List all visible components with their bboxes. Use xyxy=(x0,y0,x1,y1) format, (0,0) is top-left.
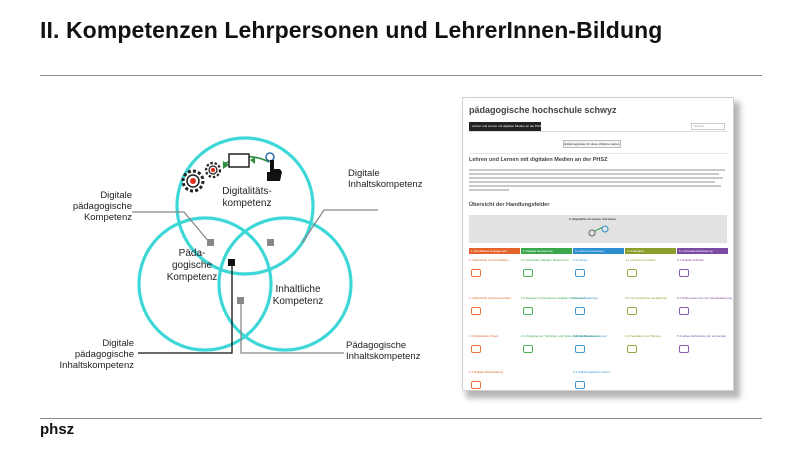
paragraph-line xyxy=(469,185,721,187)
paragraph-line xyxy=(469,177,723,179)
circle-inhaltlich xyxy=(217,216,353,352)
paragraph-line xyxy=(469,169,725,171)
field-link-1-3[interactable]: 1.3 Reflektierte Praxis xyxy=(469,334,499,338)
top-divider xyxy=(40,75,762,76)
field-link-4-2[interactable]: 4.2 Lern-Evidenzen analysieren xyxy=(625,296,668,300)
callout-line-digital-paed-inhalt xyxy=(138,263,233,354)
field-link-5-2[interactable]: 5.2 Differenzierung und Individualisieru… xyxy=(677,296,733,300)
digital-life-icon xyxy=(588,225,609,237)
site-title: pädagogische hochschule schwyz xyxy=(469,105,617,115)
field-link-2-1[interactable]: 2.1 Auswählen digitaler Ressourcen xyxy=(521,258,569,262)
column-header-4[interactable]: 4. Evaluation xyxy=(625,248,676,254)
bottom-divider xyxy=(40,418,762,419)
website-screenshot: pädagogische hochschule schwyz Lehren un… xyxy=(462,97,740,398)
nav-divider xyxy=(469,131,727,132)
field-illustration-icon xyxy=(575,381,585,389)
marker-paed-inhalt xyxy=(237,297,244,304)
field-link-1-2[interactable]: 1.2 Berufliche Zusammenarbeit xyxy=(469,296,511,300)
field-illustration-icon xyxy=(575,345,585,353)
gear-icon xyxy=(181,169,205,193)
field-link-3-1[interactable]: 3.1 Lehren xyxy=(573,258,588,262)
label-inhaltliche-kompetenz: Inhaltliche Kompetenz xyxy=(272,284,324,307)
field-illustration-icon xyxy=(627,307,637,315)
field-link-5-1[interactable]: 5.1 Digitale Teilhabe xyxy=(677,258,704,262)
field-illustration-icon xyxy=(679,307,689,315)
callout-digitale-paedagogische-inhaltskompetenz: Digitale pädagogische Inhaltskompetenz xyxy=(59,338,134,371)
column-header-3[interactable]: 3. Lehren und Lernen xyxy=(573,248,624,254)
callout-paedagogische-inhaltskompetenz: Pädagogische Inhaltskompetenz xyxy=(346,340,421,362)
paragraph-line xyxy=(469,181,715,183)
field-illustration-icon xyxy=(471,381,481,389)
field-link-3-3[interactable]: 3.3 Kollaboratives Lernen xyxy=(573,334,608,338)
footer-logo: phsz xyxy=(40,421,75,438)
field-illustration-icon xyxy=(471,345,481,353)
field-link-1-1[interactable]: 1.1 Berufliche Kommunikation xyxy=(469,258,509,262)
field-illustration-icon xyxy=(575,269,585,277)
marker-center xyxy=(228,259,235,266)
field-link-4-3[interactable]: 4.3 Feedback und Planung xyxy=(625,334,661,338)
pointer-hand-icon xyxy=(265,152,282,181)
field-illustration-icon xyxy=(523,345,533,353)
field-link-1-4[interactable]: 1.4 Digitale Weiterbildung xyxy=(469,370,504,374)
field-link-3-4[interactable]: 3.4 Selbstreguliertes Lernen xyxy=(573,370,611,374)
slide-title: II. Kompetenzen Lehrpersonen und LehrerI… xyxy=(40,17,663,43)
field-link-2-2[interactable]: 2.2 Erstellen und Anpassen digitaler Res… xyxy=(521,296,586,300)
field-illustration-icon xyxy=(679,345,689,353)
website-frame: pädagogische hochschule schwyz Lehren un… xyxy=(462,97,734,391)
column-header-2[interactable]: 2. Digitale Ressourcen xyxy=(521,248,572,254)
explainer-video-button[interactable]: Erklärungsvideo für diese Website starte… xyxy=(563,140,621,148)
field-illustration-icon xyxy=(627,345,637,353)
target-icon xyxy=(204,161,222,179)
progress-arrow-icon xyxy=(222,153,270,169)
callout-line-digital-paed xyxy=(132,211,211,244)
competence-venn-diagram: Digitalitäts- kompetenz Päda- gogische K… xyxy=(60,136,440,380)
content-divider xyxy=(469,153,727,154)
field-link-2-3[interactable]: 2.3 Organisieren, Schützen und Teilen di… xyxy=(521,334,600,338)
label-digitalitaetskompetenz: Digitalitäts- kompetenz xyxy=(222,186,272,209)
field-illustration-icon xyxy=(523,307,533,315)
callout-line-paed-inhalt xyxy=(240,302,344,354)
circle-paedagogisch xyxy=(137,216,273,352)
field-illustration-icon xyxy=(575,307,585,315)
main-heading: Lehren und Lernen mit digitalen Medien a… xyxy=(469,157,608,163)
column-header-1[interactable]: 1. Berufliches Engagement xyxy=(469,248,520,254)
callout-digitale-paedagogische-kompetenz: Digitale pädagogische Kompetenz xyxy=(72,190,132,223)
column-header-5[interactable]: 5. Lernendenorientierung xyxy=(677,248,728,254)
overview-heading: Übersicht der Handlungsfelder xyxy=(469,202,550,208)
field-0-label: 0. Digitalität verstehen und leben xyxy=(569,217,617,221)
search-input[interactable]: Suchen xyxy=(691,123,725,130)
paragraph-line xyxy=(469,173,719,175)
marker-digital-paed xyxy=(207,239,214,246)
circle-digital xyxy=(175,136,315,276)
callout-digitale-inhaltskompetenz: Digitale Inhaltskompetenz xyxy=(348,168,423,190)
field-link-4-1[interactable]: 4.1 Lernstand ermitteln xyxy=(625,258,656,262)
paragraph-line xyxy=(469,189,509,191)
field-link-5-3[interactable]: 5.3 Aktive Einbindung der Lernenden xyxy=(677,334,727,338)
field-illustration-icon xyxy=(523,269,533,277)
nav-tab-active[interactable]: Lehren und Lernen mit digitalen Medien a… xyxy=(469,122,541,131)
marker-digital-inhalt xyxy=(267,239,274,246)
field-illustration-icon xyxy=(679,269,689,277)
label-paedagogische-kompetenz: Päda- gogische Kompetenz xyxy=(166,248,218,283)
field-illustration-icon xyxy=(471,269,481,277)
field-illustration-icon xyxy=(471,307,481,315)
field-illustration-icon xyxy=(627,269,637,277)
field-link-3-2[interactable]: 3.2 Lernbegleitung xyxy=(573,296,598,300)
callout-line-digital-inhalt xyxy=(301,209,378,244)
venn-svg xyxy=(132,136,378,354)
